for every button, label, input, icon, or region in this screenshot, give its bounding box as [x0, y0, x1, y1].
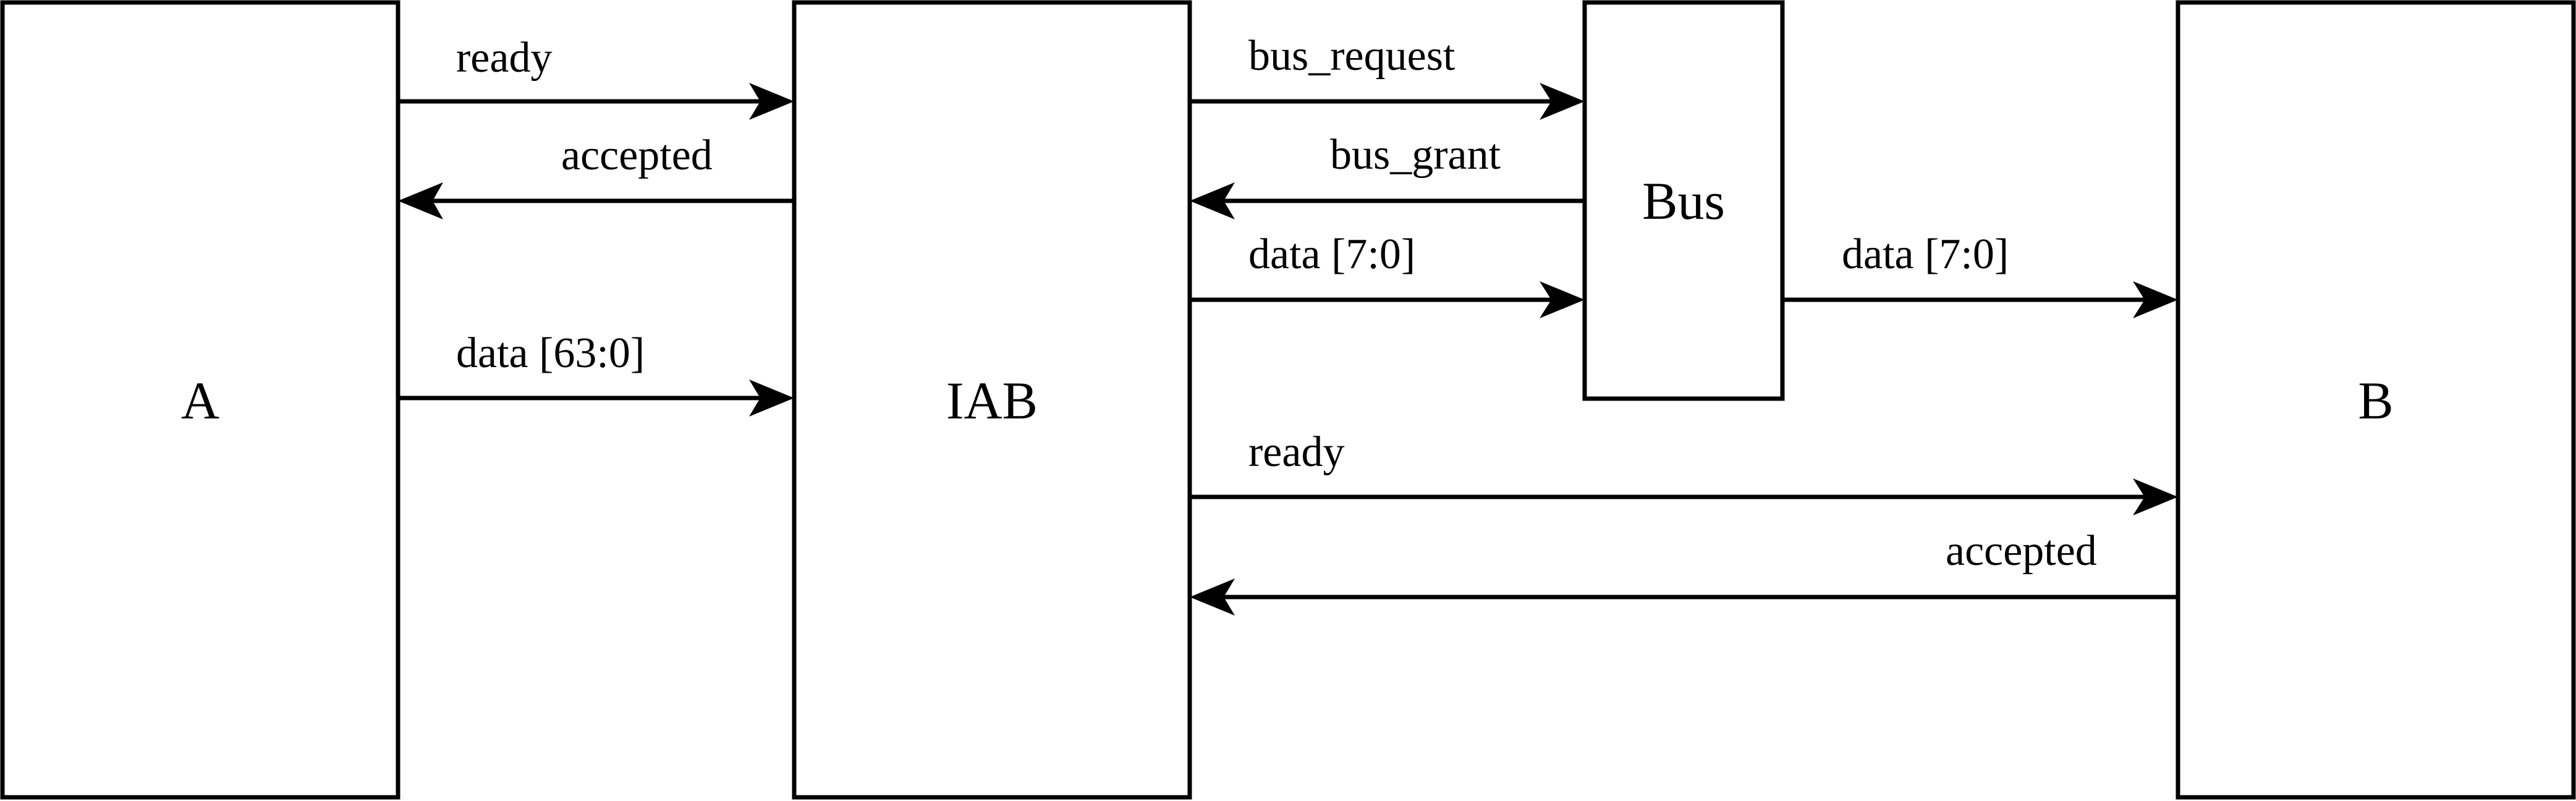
- signal-a-ready-label: ready: [456, 34, 552, 82]
- signal-bus-request-arrowhead: [1540, 83, 1585, 120]
- signal-a-accepted-arrowhead: [398, 182, 443, 219]
- block-b-label: B: [2358, 371, 2393, 430]
- signal-b-accepted-arrowhead: [1190, 578, 1235, 616]
- signal-b-ready: ready: [1190, 428, 2178, 515]
- block-b: B: [2176, 0, 2576, 800]
- signal-bus-b-data: data [7:0]: [1782, 231, 2178, 318]
- signal-a-data: data [63:0]: [398, 329, 794, 417]
- signal-bus-grant-arrowhead: [1190, 182, 1235, 219]
- signal-iab-bus-data: data [7:0]: [1190, 231, 1585, 318]
- signal-a-accepted: accepted: [398, 132, 794, 219]
- block-bus: Bus: [1582, 0, 1785, 401]
- block-a-box: [0, 0, 400, 800]
- block-iab-box: [792, 0, 1192, 800]
- signal-a-data-label: data [63:0]: [456, 329, 645, 377]
- signal-iab-bus-data-label: data [7:0]: [1248, 231, 1415, 278]
- signal-b-ready-label: ready: [1248, 428, 1344, 476]
- signal-b-accepted: accepted: [1190, 527, 2178, 616]
- block-bus-label: Bus: [1642, 171, 1725, 231]
- signal-b-accepted-label: accepted: [1946, 527, 2097, 575]
- signal-a-ready-arrowhead: [749, 83, 794, 120]
- signal-bus-request-label: bus_request: [1248, 32, 1455, 80]
- block-a-label: A: [181, 371, 219, 430]
- signal-a-data-arrowhead: [749, 379, 794, 417]
- signal-bus-request: bus_request: [1190, 32, 1585, 120]
- signal-a-accepted-label: accepted: [561, 132, 713, 179]
- block-iab: IAB: [792, 0, 1192, 800]
- block-iab-label: IAB: [946, 371, 1038, 430]
- signal-bus-grant-label: bus_grant: [1330, 131, 1501, 179]
- block-a: A: [0, 0, 400, 800]
- block-b-box: [2176, 0, 2576, 800]
- signal-iab-bus-data-arrowhead: [1540, 281, 1585, 318]
- signal-bus-b-data-label: data [7:0]: [1842, 231, 2009, 278]
- block-bus-box: [1582, 0, 1785, 401]
- signal-b-ready-arrowhead: [2133, 478, 2178, 515]
- signal-bus-b-data-arrowhead: [2133, 281, 2178, 318]
- signal-a-ready: ready: [398, 34, 794, 120]
- signal-bus-grant: bus_grant: [1190, 131, 1585, 219]
